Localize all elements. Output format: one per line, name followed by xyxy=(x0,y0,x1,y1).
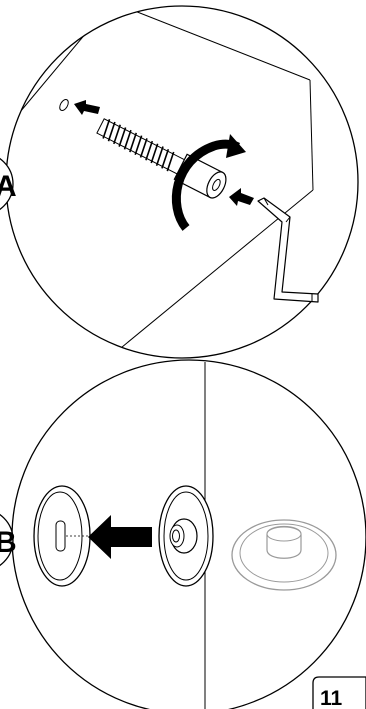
step-label-b-text: B xyxy=(0,526,17,559)
detail-circle-b xyxy=(12,360,366,709)
page-number-tab: 11 xyxy=(313,677,366,709)
detail-circle-a xyxy=(6,2,358,358)
installed-cap-ghost-icon xyxy=(232,520,336,590)
step-label-a-text: A xyxy=(0,170,17,203)
page-number: 11 xyxy=(320,687,343,709)
mounted-anchor-head-icon xyxy=(159,486,213,586)
